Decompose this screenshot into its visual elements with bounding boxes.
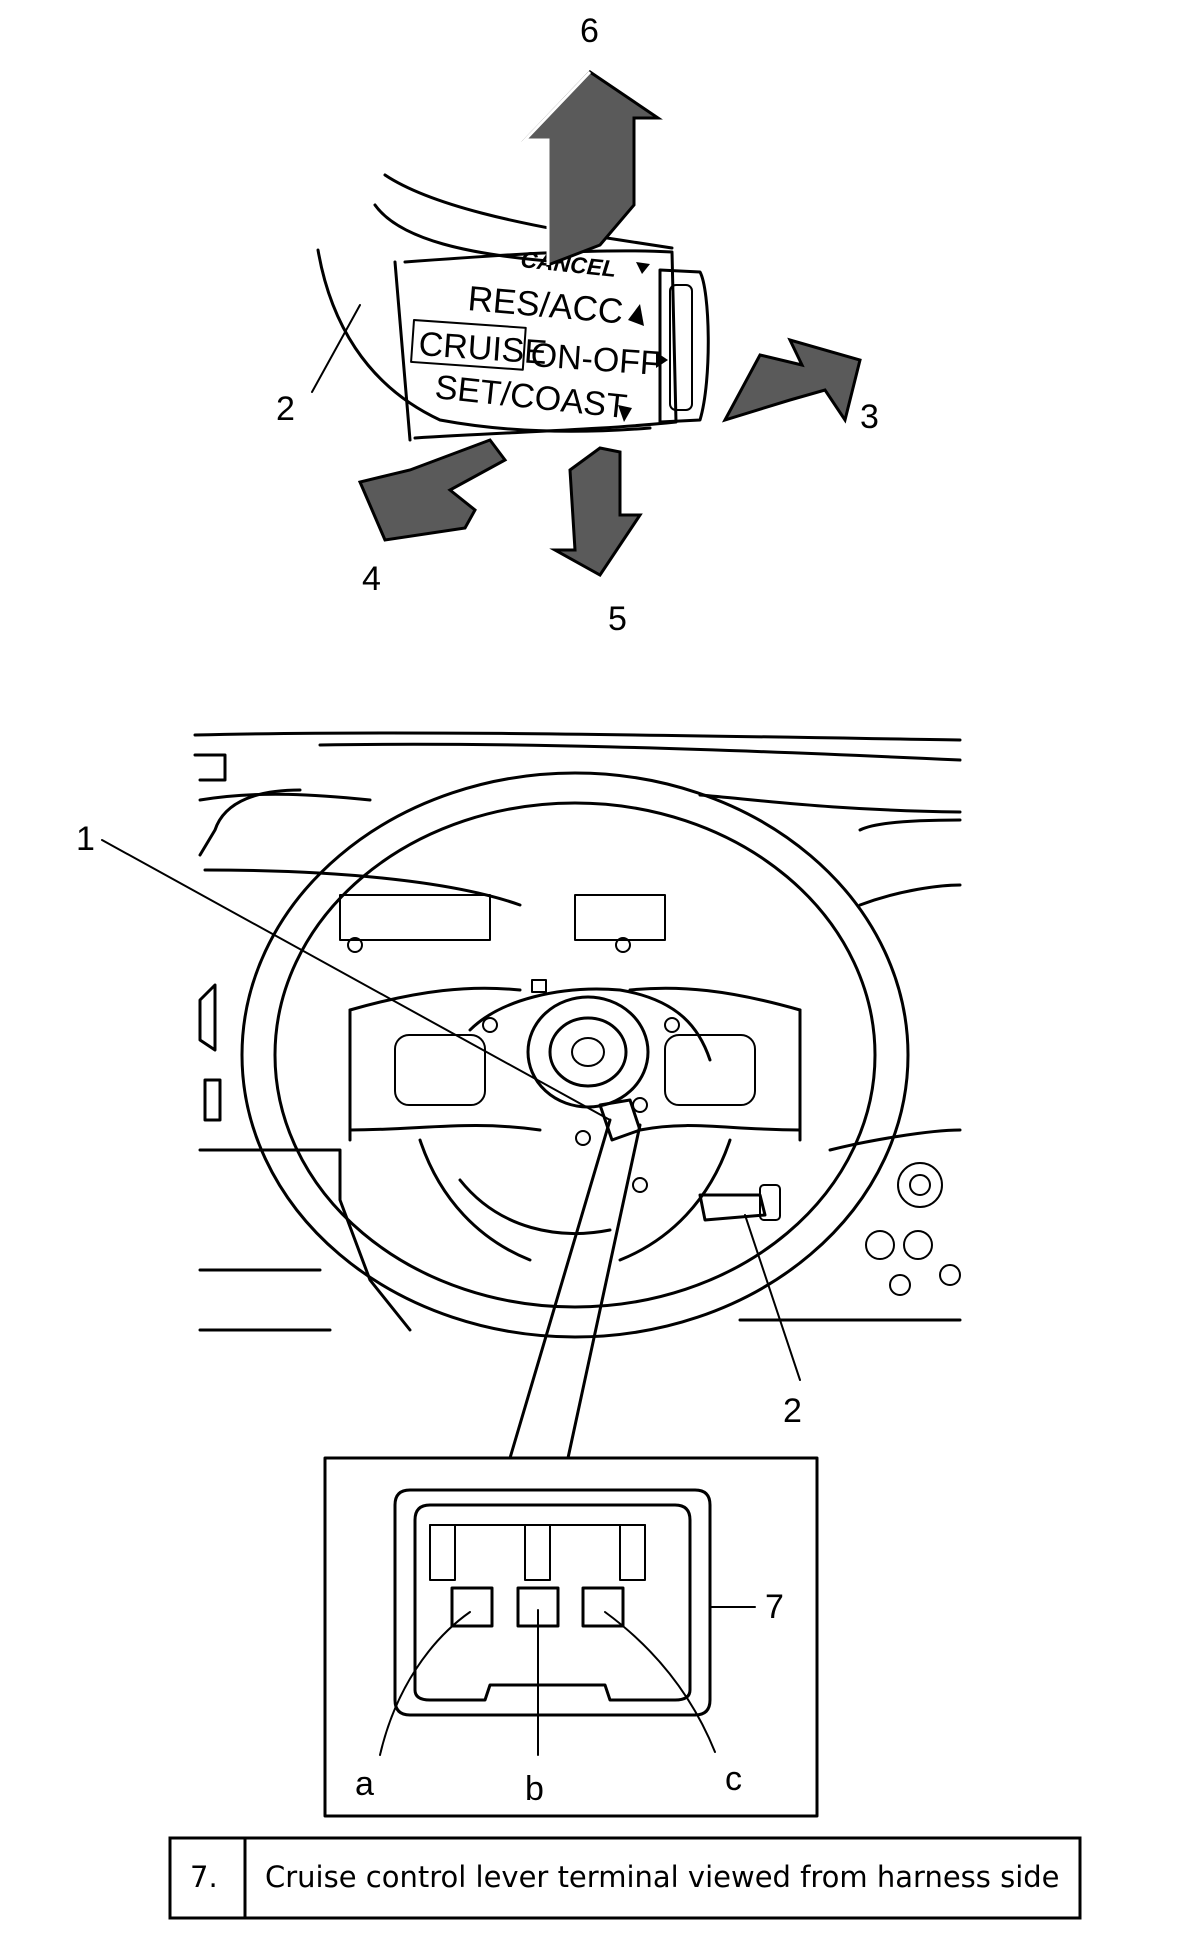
cancel-pointer-icon (636, 262, 650, 274)
terminal-a (450, 1586, 494, 1628)
set-coast-down-icon (618, 405, 632, 422)
connector-detail (323, 1456, 819, 1818)
callout-5: 5 (608, 600, 627, 638)
terminal-b-label: b (525, 1770, 544, 1808)
terminal-c-label: c (725, 1760, 742, 1798)
callout-2-top: 2 (276, 390, 295, 428)
callout-1: 1 (76, 820, 95, 858)
res-acc-up-icon (628, 304, 644, 326)
terminal-a-label: a (355, 1765, 374, 1803)
cruise-label-box (410, 318, 527, 371)
caption-number: 7. (190, 1860, 218, 1894)
caption-table: 7. Cruise control lever terminal viewed … (168, 1836, 1082, 1920)
callout-6: 6 (580, 12, 599, 50)
lever-res-acc-label: RES/ACC (466, 279, 624, 331)
arrow-down-icon (549, 446, 643, 577)
callout-3: 3 (860, 398, 879, 436)
arrow-up-icon (521, 70, 663, 268)
steering-wheel (240, 771, 910, 1339)
terminal-c (581, 1586, 625, 1628)
dashboard-illustration (193, 731, 962, 1332)
arrow-down-left-icon (357, 438, 508, 542)
on-off-pointer-icon (656, 352, 668, 368)
callout-2-leader (744, 1214, 801, 1381)
lever-illustration: CANCEL RES/ACC CRUISE ON-OFF SET/COAST (316, 173, 710, 442)
callout-1-leader (101, 839, 611, 1121)
lever-on-off-label: ON-OFF (529, 336, 662, 383)
lever-cruise-label: CRUISE (417, 325, 548, 372)
callout-7: 7 (765, 1588, 784, 1626)
arrow-left-icon (721, 337, 862, 424)
callout-2-wheel: 2 (783, 1392, 802, 1430)
callout-4: 4 (362, 560, 381, 598)
caption-text: Cruise control lever terminal viewed fro… (265, 1860, 1060, 1894)
